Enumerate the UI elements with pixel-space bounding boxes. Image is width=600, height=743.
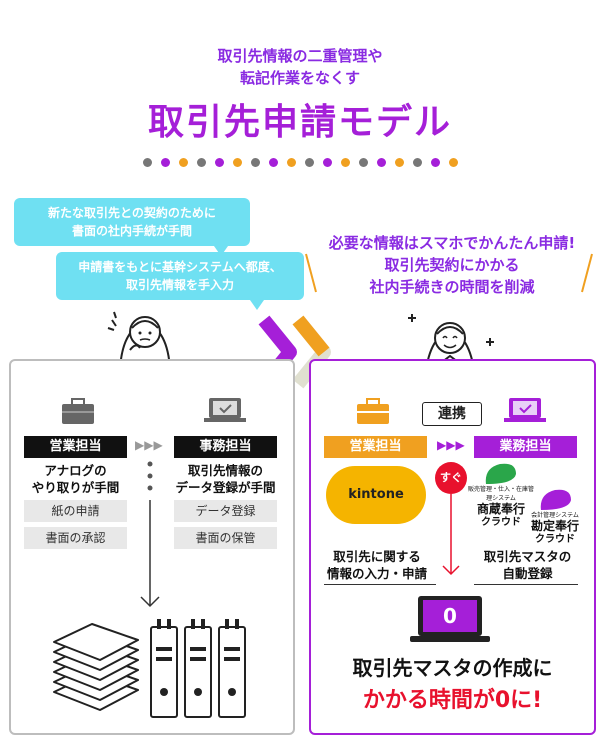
kintone-logo: kintone bbox=[326, 466, 426, 524]
vertical-dots-icon bbox=[147, 461, 153, 491]
speech-bubble-1: 新たな取引先との契約のために 書面の社内手続が手間 bbox=[14, 198, 250, 256]
headline-line-2: 取引先契約にかかる bbox=[384, 256, 520, 274]
logo-1-line-1: 商蔵奉行 bbox=[476, 502, 525, 516]
decorative-dot bbox=[394, 158, 404, 167]
right-right-desc-line-2: 自動登録 bbox=[502, 566, 553, 581]
decorative-dot bbox=[286, 158, 296, 167]
sales-item-2: 書面の承認 bbox=[24, 527, 127, 549]
office-role-label: 事務担当 bbox=[174, 436, 277, 458]
laptop-zero-icon bbox=[410, 596, 490, 642]
instant-badge: すぐ bbox=[435, 462, 467, 494]
bubble-1-line-2: 書面の社内手続が手間 bbox=[71, 224, 192, 238]
decorative-dot bbox=[358, 158, 368, 167]
decorative-dot bbox=[250, 158, 260, 167]
decorative-dots bbox=[0, 158, 600, 167]
right-left-desc: 取引先に関する 情報の入力・申請 bbox=[318, 548, 436, 582]
office-desc-line-1: 取引先情報の bbox=[187, 463, 263, 478]
worried-person-icon bbox=[107, 311, 171, 370]
divider-right bbox=[474, 584, 578, 585]
right-headline: 必要な情報はスマホでかんたん申請! 取引先契約にかかる 社内手続きの時間を削減 bbox=[318, 232, 586, 298]
decorative-dot bbox=[268, 158, 278, 167]
decorative-dot bbox=[232, 158, 242, 167]
arrow-right-icon: ▶▶▶ bbox=[135, 438, 163, 452]
headline-line-1: 必要な情報はスマホでかんたん申請! bbox=[328, 234, 576, 252]
bubble-2-line-2: 取引先情報を手入力 bbox=[125, 278, 234, 292]
bubble-1-line-1: 新たな取引先との契約のために bbox=[48, 206, 216, 220]
kanjou-bugyo-logo-icon bbox=[540, 489, 571, 510]
divider-left bbox=[324, 584, 436, 585]
right-left-desc-line-1: 取引先に関する bbox=[333, 549, 421, 564]
laptop-icon bbox=[204, 398, 246, 422]
link-label: 連携 bbox=[422, 402, 482, 426]
red-down-arrow-icon bbox=[442, 494, 460, 576]
logo-2-note: 会計管理システム bbox=[531, 512, 579, 519]
office-item-2: 書面の保管 bbox=[174, 527, 277, 549]
decorative-dot bbox=[178, 158, 188, 167]
office-desc: 取引先情報の データ登録が手間 bbox=[174, 462, 277, 496]
right-right-desc-line-1: 取引先マスタの bbox=[483, 549, 572, 564]
bubble-2-line-1: 申請書をもとに基幹システムへ都度、 bbox=[78, 260, 282, 274]
shoukura-bugyo-logo: 販売管理・仕入・在庫管理システム 商蔵奉行 クラウド bbox=[466, 484, 536, 530]
laptop-icon-purple bbox=[504, 398, 546, 422]
office-desc-line-2: データ登録が手間 bbox=[175, 480, 276, 495]
sales-desc: アナログの やり取りが手間 bbox=[24, 462, 127, 496]
briefcase-icon bbox=[62, 398, 94, 424]
decorative-dot bbox=[376, 158, 386, 167]
speech-bubble-2: 申請書をもとに基幹システムへ都度、 取引先情報を手入力 bbox=[56, 252, 304, 310]
logo-1-note: 販売管理・仕入・在庫管理システム bbox=[467, 486, 534, 502]
sales-role-label-right: 営業担当 bbox=[324, 436, 427, 458]
office-role-label-right: 業務担当 bbox=[474, 436, 577, 458]
decorative-dot bbox=[430, 158, 440, 167]
down-arrow-icon bbox=[140, 500, 160, 608]
kanjou-bugyo-logo: 会計管理システム 勘定奉行 クラウド bbox=[522, 510, 588, 547]
subtitle-line-1: 取引先情報の二重管理や bbox=[217, 47, 383, 65]
headline-slashes bbox=[305, 253, 593, 293]
decorative-dot bbox=[196, 158, 206, 167]
logo-2-line-1: 勘定奉行 bbox=[530, 519, 579, 533]
arrow-right-icon-purple: ▶▶▶ bbox=[437, 438, 465, 452]
decorative-dot bbox=[214, 158, 224, 167]
office-item-1: データ登録 bbox=[174, 500, 277, 522]
sales-desc-line-2: やり取りが手間 bbox=[31, 480, 120, 495]
logo-1-line-2: クラウド bbox=[481, 517, 521, 528]
page-title: 取引先申請モデル bbox=[147, 102, 452, 143]
subtitle-line-2: 転記作業をなくす bbox=[239, 69, 360, 87]
decorative-dot bbox=[448, 158, 458, 167]
logo-2-line-2: クラウド bbox=[535, 534, 575, 545]
decorative-dot bbox=[160, 158, 170, 167]
sales-role-label: 営業担当 bbox=[24, 436, 127, 458]
paper-stack-icon bbox=[53, 623, 139, 711]
decorative-dot bbox=[412, 158, 422, 167]
right-left-desc-line-2: 情報の入力・申請 bbox=[326, 566, 427, 581]
decorative-dot bbox=[304, 158, 314, 167]
screen-value: 0 bbox=[443, 604, 457, 628]
decorative-dot bbox=[322, 158, 332, 167]
briefcase-icon-orange bbox=[357, 398, 389, 424]
sales-desc-line-1: アナログの bbox=[44, 463, 107, 478]
decorative-dot bbox=[340, 158, 350, 167]
headline-line-3: 社内手続きの時間を削減 bbox=[369, 278, 535, 296]
sales-item-1: 紙の申請 bbox=[24, 500, 127, 522]
binders-icon bbox=[150, 619, 246, 718]
shoukura-bugyo-logo-icon bbox=[485, 463, 516, 484]
right-right-desc: 取引先マスタの 自動登録 bbox=[470, 548, 585, 582]
result-line-1: 取引先マスタの作成に bbox=[352, 656, 553, 680]
decorative-dot bbox=[142, 158, 152, 167]
result-line-2: かかる時間が0に! bbox=[362, 688, 543, 713]
